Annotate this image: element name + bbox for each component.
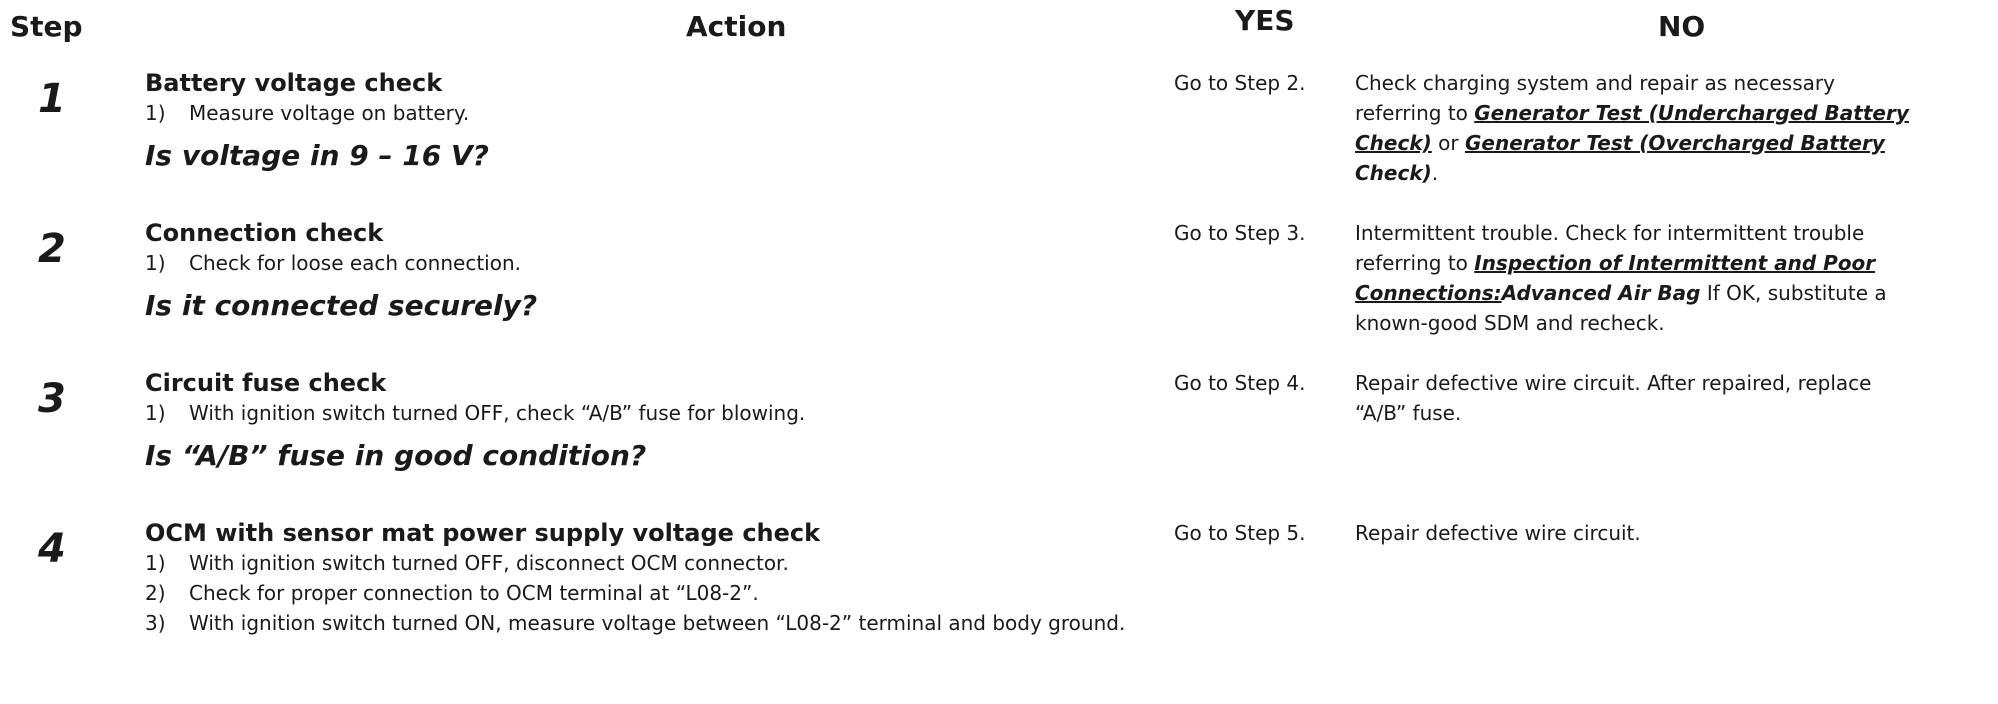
substep-text: Measure voltage on battery.: [189, 101, 470, 125]
substep: 3) With ignition switch turned ON, measu…: [145, 608, 1229, 638]
header-step: Step: [10, 10, 83, 43]
step-number: 1: [38, 76, 66, 122]
no-text: Connections:Advanced Air Bag If OK, subs…: [1355, 278, 1995, 308]
substep: 2) Check for proper connection to OCM te…: [145, 578, 1245, 608]
substep: 1) With ignition switch turned OFF, disc…: [145, 548, 1245, 578]
substep-number: 1): [145, 251, 166, 275]
yes-result: Go to Step 4.: [1174, 371, 1306, 395]
reference-link[interactable]: Generator Test (Undercharged Battery: [1474, 101, 1909, 125]
no-text: referring to Inspection of Intermittent …: [1355, 248, 1995, 278]
no-text: Repair defective wire circuit. After rep…: [1355, 371, 1872, 395]
reference-link[interactable]: Inspection of Intermittent and Poor: [1474, 251, 1876, 275]
step-question: Is it connected securely?: [145, 289, 538, 322]
no-text: or: [1431, 131, 1465, 155]
yes-result: Go to Step 3.: [1174, 221, 1306, 245]
substep-number: 1): [145, 101, 166, 125]
step-title: Battery voltage check: [145, 69, 443, 97]
no-text: Check) or Generator Test (Overcharged Ba…: [1355, 128, 1995, 158]
reference-link[interactable]: Advanced Air Bag: [1501, 281, 1701, 305]
no-text: Check charging system and repair as nece…: [1355, 71, 1835, 95]
header-action: Action: [686, 10, 787, 43]
no-result: Check charging system and repair as nece…: [1355, 68, 1995, 188]
substep-number: 3): [145, 611, 166, 635]
step-number: 4: [38, 526, 66, 572]
substep-number: 1): [145, 551, 166, 575]
no-text: “A/B” fuse.: [1355, 401, 1462, 425]
no-result: Repair defective wire circuit. After rep…: [1355, 368, 1995, 428]
step-question: Is voltage in 9 – 16 V?: [145, 139, 489, 172]
reference-link[interactable]: Check): [1355, 161, 1432, 185]
substep-text: With ignition switch turned OFF, disconn…: [189, 551, 789, 575]
substep: 1) Check for loose each connection.: [145, 248, 1245, 278]
substep-text: Check for proper connection to OCM termi…: [189, 581, 759, 605]
header-yes: YES: [1235, 4, 1295, 37]
substep-number: 2): [145, 581, 166, 605]
step-title: Connection check: [145, 219, 384, 247]
substep-text: Check for loose each connection.: [189, 251, 521, 275]
reference-link[interactable]: Connections:: [1355, 281, 1502, 305]
no-text: Intermittent trouble. Check for intermit…: [1355, 221, 1865, 245]
step-action: Connection check 1) Check for loose each…: [145, 218, 1245, 324]
no-text: Check).: [1355, 158, 1995, 188]
step-title: Circuit fuse check: [145, 369, 387, 397]
no-result: Intermittent trouble. Check for intermit…: [1355, 218, 1995, 338]
reference-link[interactable]: Generator Test (Overcharged Battery: [1464, 131, 1885, 155]
substep: 1) With ignition switch turned OFF, chec…: [145, 398, 1245, 428]
yes-result: Go to Step 5.: [1174, 521, 1306, 545]
no-text: If OK, substitute a: [1700, 281, 1887, 305]
step-action: OCM with sensor mat power supply voltage…: [145, 518, 1245, 638]
header-no: NO: [1658, 10, 1706, 43]
no-text: Repair defective wire circuit.: [1355, 521, 1641, 545]
yes-result: Go to Step 2.: [1174, 71, 1306, 95]
step-question: Is “A/B” fuse in good condition?: [145, 439, 647, 472]
step-number: 2: [38, 226, 66, 272]
no-text: referring to Generator Test (Undercharge…: [1355, 98, 1995, 128]
step-action: Battery voltage check 1) Measure voltage…: [145, 68, 1245, 174]
substep-text: With ignition switch turned OFF, check “…: [189, 401, 806, 425]
substep-text: With ignition switch turned ON, measure …: [189, 611, 1126, 635]
step-title: OCM with sensor mat power supply voltage…: [145, 519, 821, 547]
substep: 1) Measure voltage on battery.: [145, 98, 1245, 128]
reference-link[interactable]: Check): [1355, 131, 1432, 155]
step-action: Circuit fuse check 1) With ignition swit…: [145, 368, 1245, 474]
no-text: referring to: [1355, 101, 1475, 125]
no-text: known-good SDM and recheck.: [1355, 311, 1665, 335]
no-text: referring to: [1355, 251, 1475, 275]
no-result: Repair defective wire circuit.: [1355, 518, 1995, 548]
no-text: .: [1431, 161, 1439, 185]
substep-number: 1): [145, 401, 166, 425]
step-number: 3: [38, 376, 66, 422]
